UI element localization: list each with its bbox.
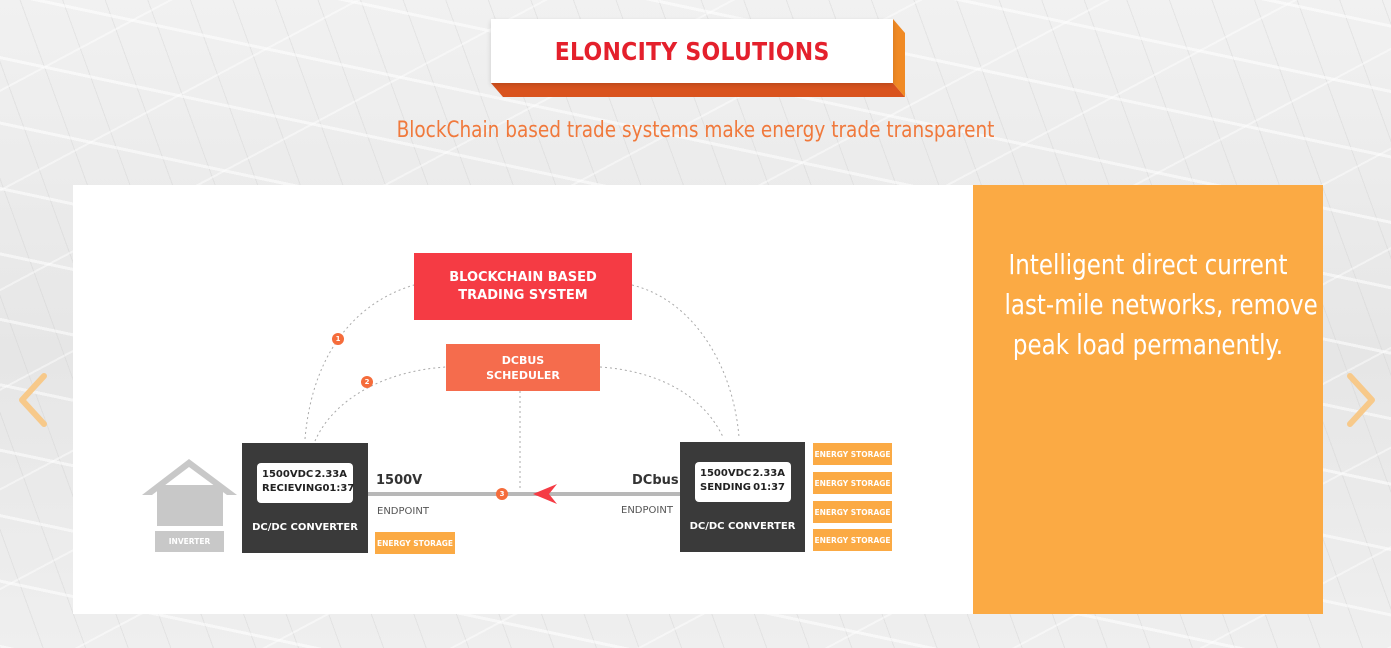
left-time: 01:37 <box>322 483 355 494</box>
connection-arc-right-outer <box>631 284 740 438</box>
step-badge-3: 3 <box>496 488 508 500</box>
connection-arc-right-inner <box>599 366 724 438</box>
title-banner: ELONCITY SOLUTIONS <box>491 19 893 83</box>
endpoint-label-left: ENDPOINT <box>377 506 429 517</box>
right-time: 01:37 <box>753 482 785 493</box>
energy-storage-right-3: ENERGY STORAGE <box>813 501 892 523</box>
right-voltage: 1500VDC <box>700 468 752 479</box>
left-current: 2.33A <box>314 469 347 480</box>
right-status: SENDING <box>700 482 752 493</box>
carousel-next-button[interactable] <box>1344 372 1378 428</box>
line-left-label: 1500V <box>376 473 423 488</box>
right-current: 2.33A <box>752 468 785 479</box>
scheduler-box-line-1: DCBUS <box>501 353 545 367</box>
caption-line-1: Intelligent direct current <box>1008 248 1288 281</box>
chevron-left-icon <box>19 373 47 427</box>
chevron-right-icon <box>1347 373 1375 427</box>
line-right-label: DCbus <box>632 473 679 488</box>
energy-storage-right-1: ENERGY STORAGE <box>813 443 892 465</box>
page-title: ELONCITY SOLUTIONS <box>554 36 830 66</box>
converter-left-label: DC/DC CONVERTER <box>252 522 358 533</box>
energy-storage-right-2: ENERGY STORAGE <box>813 472 892 494</box>
inverter-house-body <box>157 485 223 526</box>
carousel-prev-button[interactable] <box>16 372 50 428</box>
energy-storage-right-4: ENERGY STORAGE <box>813 529 892 551</box>
title-banner-shadow-bottom <box>491 83 905 97</box>
left-voltage: 1500VDC <box>262 469 314 480</box>
flow-arrow-head <box>533 484 557 504</box>
step-badge-2: 2 <box>361 376 373 388</box>
endpoint-label-right: ENDPOINT <box>621 505 673 516</box>
caption-line-3: peak load permanently. <box>1012 328 1284 361</box>
slide-caption-panel: Intelligent direct current last-mile net… <box>973 185 1323 614</box>
dcbus-scheduler-box: DCBUS SCHEDULER <box>446 344 600 391</box>
blockchain-box-line-1: BLOCKCHAIN BASED <box>449 269 597 285</box>
diagram-connections <box>142 284 740 526</box>
connection-arc-left-inner <box>314 366 447 442</box>
inverter-roof <box>142 459 237 495</box>
caption-line-2: last-mile networks, remove <box>1004 288 1318 321</box>
blockchain-trading-system-box: BLOCKCHAIN BASED TRADING SYSTEM <box>414 253 632 320</box>
connection-arc-left-outer <box>304 284 415 440</box>
left-status: RECIEVING <box>262 483 323 494</box>
slide-caption: Intelligent direct current last-mile net… <box>973 245 1323 365</box>
scheduler-box-line-2: SCHEDULER <box>486 368 560 382</box>
inverter-label: INVERTER <box>155 531 224 552</box>
page-subtitle: BlockChain based trade systems make ener… <box>396 118 995 143</box>
title-banner-shadow-side <box>893 19 905 97</box>
slide-diagram-panel: BLOCKCHAIN BASED TRADING SYSTEM DCBUS SC… <box>73 185 973 614</box>
step-badge-1: 1 <box>332 333 344 345</box>
blockchain-box-line-2: TRADING SYSTEM <box>458 287 588 303</box>
converter-right-label: DC/DC CONVERTER <box>689 521 796 532</box>
energy-storage-left: ENERGY STORAGE <box>375 532 455 554</box>
